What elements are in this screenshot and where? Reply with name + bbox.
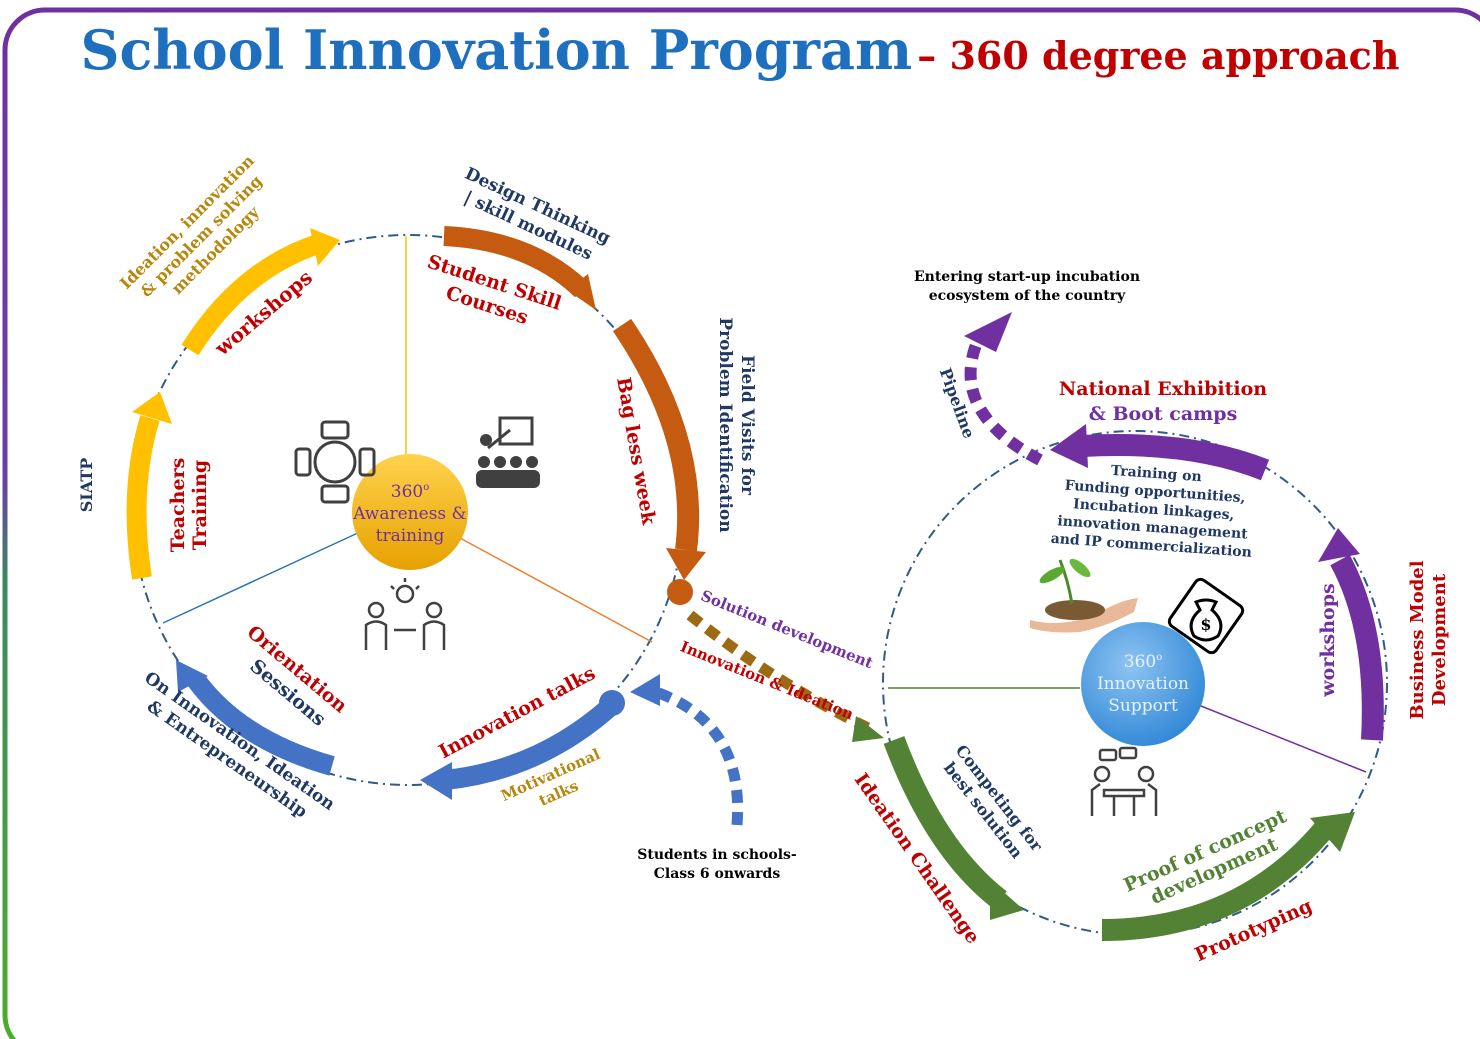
proof-concept-arrowhead [1310, 812, 1355, 852]
right-center-line2: Innovation [1097, 674, 1189, 694]
left-divider-left [162, 531, 361, 624]
innovation-talks-label: Innovation talks [435, 662, 599, 763]
innovation-talks-arrow [443, 697, 619, 790]
right-workshops-label: workshops [1317, 583, 1339, 697]
field-visits-node [667, 579, 693, 605]
national-exhibition-arrowhead [1050, 424, 1088, 468]
students-dotted-arrowhead [630, 674, 660, 706]
workshops-arrowhead [310, 228, 340, 266]
business-model-arrow [1330, 554, 1384, 741]
connectors: Solution development Innovation & Ideati… [630, 587, 884, 882]
meeting-table-icon [294, 420, 376, 504]
svg-text:Training on: Training on [1110, 463, 1202, 485]
national-exhibition-line1: National Exhibition [1059, 378, 1267, 400]
pipeline-dotted-arrow [964, 332, 1043, 466]
title-subtitle: – 360 degree approach [917, 33, 1400, 78]
svg-text:Business Model: Business Model [1407, 560, 1428, 719]
ideation-challenge-arrow [883, 736, 1007, 909]
teachers-training-label: Teachers Training [167, 458, 211, 553]
svg-text:Training: Training [189, 460, 211, 550]
solution-dotted-arrowhead [852, 716, 884, 742]
svg-text:Field Visits for: Field Visits for [737, 355, 757, 496]
innovation-talks-arrowhead [420, 762, 452, 800]
pipeline-dotted-arrowhead [964, 312, 1012, 352]
svg-text:Problem Identification: Problem Identification [715, 317, 735, 532]
money-bag-icon: $ [1167, 577, 1245, 655]
right-center-line3: Support [1108, 696, 1178, 716]
left-center-line2: Awareness & [352, 504, 466, 524]
students-dotted-arrow [648, 684, 744, 826]
field-visits-arrow [612, 318, 700, 552]
svg-text:Teachers: Teachers [167, 458, 189, 553]
left-divider-right [459, 537, 653, 643]
left-center-circle [352, 454, 468, 570]
student-skill-arrow [443, 226, 589, 298]
plant-in-hand-icon [1030, 558, 1138, 633]
student-skill-arrowhead [567, 274, 596, 310]
teachers-training-arrow [126, 415, 160, 580]
team-discussion-icon [1090, 746, 1158, 816]
left-cycle: 360o Awareness & training Ideation [77, 151, 757, 823]
national-exhibition-line2: & Boot camps [1089, 403, 1238, 425]
siatp-label: SIATP [77, 458, 96, 513]
field-visits-label: Field Visits for Problem Identification [715, 317, 757, 532]
ideation-challenge-arrowhead [990, 880, 1024, 920]
svg-text:Development: Development [1429, 573, 1450, 706]
title-main: School Innovation Program [80, 18, 913, 82]
training-on-label: Training on Funding opportunities, Incub… [1050, 463, 1252, 561]
solution-dotted-arrow [686, 610, 871, 733]
right-divider-right [1195, 703, 1367, 773]
left-center-line3: training [376, 526, 445, 546]
right-center-circle [1081, 622, 1205, 746]
left-center-360: 360o [391, 482, 429, 502]
right-cycle: 360o Innovation Support $ Entering [850, 269, 1450, 966]
orientation-arrowhead [176, 660, 208, 692]
students-label-line2: Class 6 onwards [654, 866, 781, 882]
svg-text:$: $ [1200, 615, 1211, 634]
orientation-arrow [187, 673, 335, 776]
right-center-360: 360o [1124, 652, 1162, 672]
proof-concept-arrow [1101, 820, 1334, 941]
right-cycle-ring [882, 430, 1388, 936]
presentation-audience-icon [476, 416, 540, 488]
entering-startup-line1: Entering start-up incubation [914, 269, 1140, 285]
ideation-methodology-label: Ideation, innovation & problem solving m… [116, 151, 266, 301]
entering-startup-line2: ecosystem of the country [929, 288, 1126, 304]
teachers-training-arrowhead [132, 392, 172, 424]
business-model-label: Business Model Development [1407, 560, 1450, 719]
idea-exchange-icon [364, 578, 446, 650]
innovation-talks-node [599, 690, 625, 716]
page-title: School Innovation Program – 360 degree a… [0, 18, 1480, 82]
students-label-line1: Students in schools- [637, 847, 797, 863]
business-model-arrowhead [1318, 528, 1360, 562]
workshops-arrow [181, 234, 322, 356]
field-visits-arrowhead [666, 548, 706, 580]
national-exhibition-arrow [1081, 434, 1270, 481]
